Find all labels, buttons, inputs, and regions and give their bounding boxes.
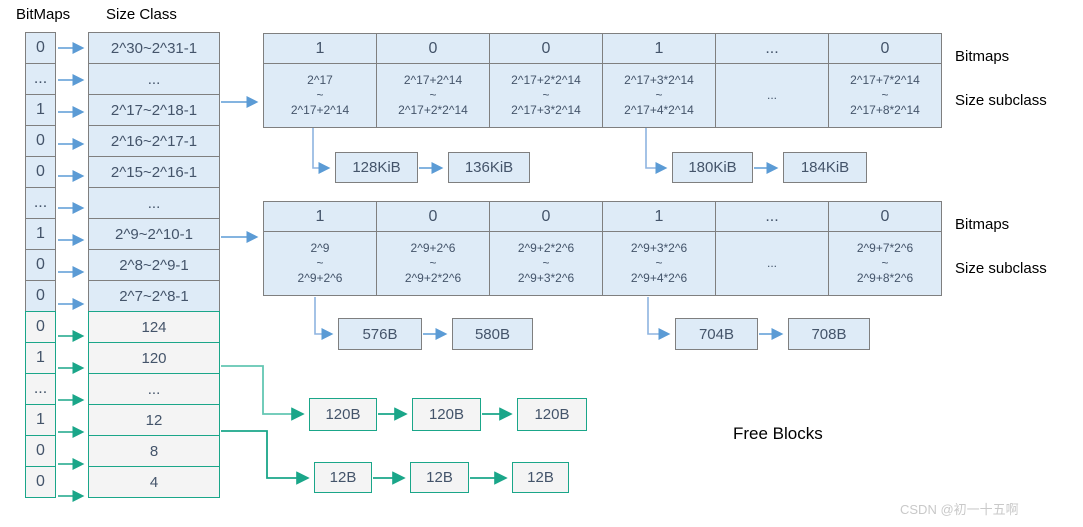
subclass-range-cell: ...	[716, 64, 828, 127]
free-block-12b: 12B	[512, 462, 569, 493]
subclass-table-2e17: 1 0 0 1 ... 0 2^17~2^17+2^14 2^17+2^14~2…	[263, 33, 942, 128]
size-class-cell: 12	[88, 404, 220, 436]
bitmap-cell: 0	[25, 249, 56, 281]
bitmap-cell: 0	[25, 466, 56, 498]
table1-elbow-connectors	[312, 128, 668, 174]
subclass-range-cell: 2^9+2^6~2^9+2*2^6	[377, 232, 489, 295]
bitmap-cell: 1	[25, 94, 56, 126]
bit-to-class-arrows-teal	[58, 330, 85, 502]
subclass-range-cell: 2^9+3*2^6~2^9+4*2^6	[603, 232, 715, 295]
bitmap-cell: 1	[25, 404, 56, 436]
subclass-range-cell: 2^17+3*2^14~2^17+4*2^14	[603, 64, 715, 127]
free-block-128kib: 128KiB	[335, 152, 418, 183]
size-class-cell: ...	[88, 187, 220, 219]
free-block-580b: 580B	[452, 318, 533, 350]
bitmap-cell: 1	[25, 218, 56, 250]
subclass-bit-cell: 1	[264, 34, 376, 63]
subclass-bit-cell: ...	[716, 34, 828, 63]
free-chain-arrows	[373, 407, 513, 485]
subclass-bit-cell: 0	[829, 34, 941, 63]
table1-subclass-label: Size subclass	[955, 92, 1047, 109]
bitmap-cell: 0	[25, 125, 56, 157]
watermark: CSDN @初一十五啊	[900, 502, 1019, 517]
size-class-cell: 120	[88, 342, 220, 374]
bitmap-cell: 1	[25, 342, 56, 374]
teal-elbow-connectors	[221, 365, 310, 485]
subclass-bit-cell: ...	[716, 202, 828, 231]
table2-subclass-label: Size subclass	[955, 260, 1047, 277]
free-block-12b: 12B	[410, 462, 469, 493]
size-class-cell: ...	[88, 373, 220, 405]
free-block-120b: 120B	[412, 398, 481, 431]
table2-elbow-connectors	[314, 297, 671, 340]
free-block-184kib: 184KiB	[783, 152, 867, 183]
subclass-table-2e9: 1 0 0 1 ... 0 2^9~2^9+2^6 2^9+2^6~2^9+2*…	[263, 201, 942, 296]
subclass-range-cell: 2^9+7*2^6~2^9+8*2^6	[829, 232, 941, 295]
free-block-180kib: 180KiB	[672, 152, 753, 183]
subclass-bit-cell: 1	[603, 34, 715, 63]
free-blocks-caption: Free Blocks	[733, 424, 823, 443]
free-block-12b: 12B	[314, 462, 372, 493]
bitmap-cell: 0	[25, 311, 56, 343]
size-class-cell: 124	[88, 311, 220, 343]
bitmap-cell: 0	[25, 435, 56, 467]
size-class-cell: ...	[88, 63, 220, 95]
size-class-cell: 2^8~2^9-1	[88, 249, 220, 281]
size-class-cell: 2^7~2^8-1	[88, 280, 220, 312]
table1-bitmaps-label: Bitmaps	[955, 48, 1010, 65]
size-class-cell: 4	[88, 466, 220, 498]
free-block-708b: 708B	[788, 318, 870, 350]
free-block-120b: 120B	[309, 398, 377, 431]
bitmap-cell: 0	[25, 32, 56, 64]
subclass-bit-cell: 0	[377, 202, 489, 231]
subclass-bit-cell: 0	[490, 34, 602, 63]
bitmap-cell: ...	[25, 373, 56, 405]
size-class-column-header: Size Class	[106, 6, 177, 23]
subclass-range-cell: ...	[716, 232, 828, 295]
class-to-table-arrows	[221, 96, 259, 243]
size-class-cell: 8	[88, 435, 220, 467]
subclass-range-cell: 2^17+2*2^14~2^17+3*2^14	[490, 64, 602, 127]
size-class-cell: 2^17~2^18-1	[88, 94, 220, 126]
subclass-range-cell: 2^17~2^17+2^14	[264, 64, 376, 127]
bitmaps-column-header: BitMaps	[16, 6, 71, 23]
free-block-136kib: 136KiB	[448, 152, 530, 183]
free-block-704b: 704B	[675, 318, 758, 350]
subclass-bit-cell: 1	[603, 202, 715, 231]
free-block-576b: 576B	[338, 318, 422, 350]
bitmap-column: 0 ... 1 0 0 ... 1 0 0 0 1 ... 1 0 0	[25, 32, 56, 498]
size-class-cell: 2^15~2^16-1	[88, 156, 220, 188]
bitmap-cell: 0	[25, 280, 56, 312]
size-class-cell: 2^16~2^17-1	[88, 125, 220, 157]
free-block-120b: 120B	[517, 398, 587, 431]
size-class-column: 2^30~2^31-1 ... 2^17~2^18-1 2^16~2^17-1 …	[88, 32, 220, 498]
subclass-range-cell: 2^17+7*2^14~2^17+8*2^14	[829, 64, 941, 127]
subclass-bit-cell: 0	[377, 34, 489, 63]
bitmap-cell: ...	[25, 187, 56, 219]
subclass-range-cell: 2^9+2*2^6~2^9+3*2^6	[490, 232, 602, 295]
bit-to-class-arrows-blue	[58, 42, 85, 310]
subclass-range-cell: 2^9~2^9+2^6	[264, 232, 376, 295]
size-class-cell: 2^30~2^31-1	[88, 32, 220, 64]
table2-bitmaps-label: Bitmaps	[955, 216, 1010, 233]
bitmap-cell: ...	[25, 63, 56, 95]
size-class-cell: 2^9~2^10-1	[88, 218, 220, 250]
bitmap-cell: 0	[25, 156, 56, 188]
subclass-bit-cell: 0	[829, 202, 941, 231]
subclass-range-cell: 2^17+2^14~2^17+2*2^14	[377, 64, 489, 127]
subclass-bit-cell: 1	[264, 202, 376, 231]
subclass-bit-cell: 0	[490, 202, 602, 231]
